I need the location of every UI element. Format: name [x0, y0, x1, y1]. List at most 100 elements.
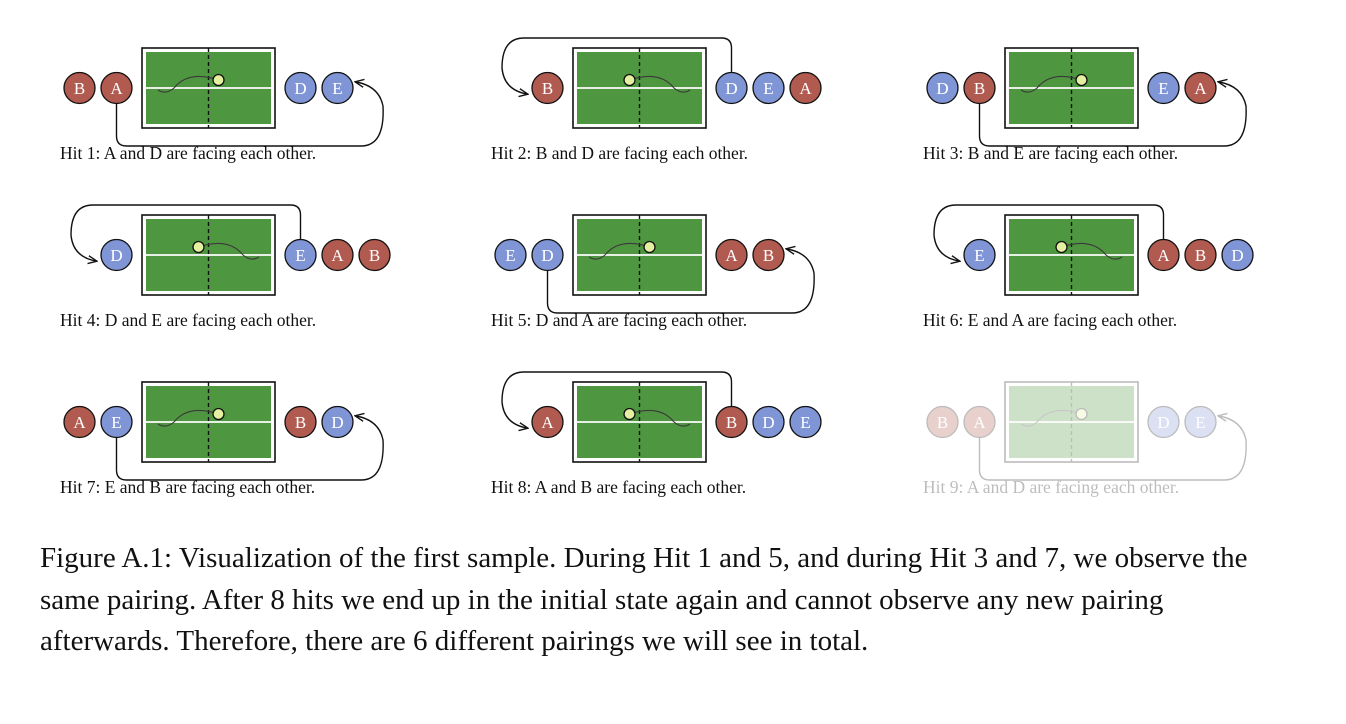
- hit-caption: Hit 6: E and A are facing each other.: [923, 310, 1177, 330]
- ball-trajectory: [157, 409, 219, 427]
- player-e: [963, 238, 996, 272]
- player-label: A: [541, 413, 554, 432]
- ball: [1075, 407, 1088, 421]
- player-b: [284, 405, 317, 439]
- player-label: D: [541, 246, 553, 265]
- player-e: [1147, 71, 1180, 105]
- hit-caption: Hit 4: D and E are facing each other.: [60, 310, 316, 330]
- player-label: D: [1157, 413, 1169, 432]
- player-label: D: [110, 246, 122, 265]
- rotation-arrow: [115, 82, 384, 147]
- player-label: E: [111, 413, 121, 432]
- figure-caption: Figure A.1: Visualization of the first s…: [40, 542, 1248, 657]
- hit-caption: Hit 2: B and D are facing each other.: [491, 143, 748, 163]
- player-a: [789, 71, 822, 105]
- table-surface: [1009, 386, 1134, 458]
- player-label: A: [73, 413, 86, 432]
- player-d: [1147, 405, 1180, 439]
- player-label: A: [725, 246, 738, 265]
- ball: [623, 73, 636, 87]
- player-e: [494, 238, 527, 272]
- player-d: [100, 238, 133, 272]
- player-a: [963, 405, 996, 439]
- player-d: [1221, 238, 1254, 272]
- player-label: E: [332, 79, 342, 98]
- hit-panel-3: D B E A Hit 3: B and E are facing each other…: [923, 47, 1247, 163]
- player-label: E: [1158, 79, 1168, 98]
- ball-trajectory: [198, 242, 260, 260]
- ball: [192, 240, 205, 254]
- ball: [212, 73, 225, 87]
- player-label: B: [295, 413, 306, 432]
- player-label: D: [936, 79, 948, 98]
- player-label: D: [331, 413, 343, 432]
- ball-trajectory: [629, 409, 691, 427]
- player-label: A: [973, 413, 986, 432]
- ball: [1055, 240, 1068, 254]
- ball: [623, 407, 636, 421]
- player-label: A: [110, 79, 123, 98]
- player-e: [1184, 405, 1217, 439]
- player-label: A: [1157, 246, 1170, 265]
- player-d: [926, 71, 959, 105]
- ball-trajectory: [1020, 75, 1082, 93]
- ball-trajectory: [629, 75, 691, 93]
- ball-trajectory: [157, 75, 219, 93]
- player-b: [926, 405, 959, 439]
- player-e: [321, 71, 354, 105]
- player-a: [1184, 71, 1217, 105]
- player-label: A: [799, 79, 812, 98]
- ball-trajectory: [1020, 409, 1082, 427]
- ball: [212, 407, 225, 421]
- player-label: B: [542, 79, 553, 98]
- player-a: [715, 238, 748, 272]
- rotation-arrow: [978, 82, 1247, 147]
- player-label: B: [974, 79, 985, 98]
- player-e: [789, 405, 822, 439]
- rotation-arrow: [70, 204, 302, 261]
- ball: [643, 240, 656, 254]
- player-e: [752, 71, 785, 105]
- player-a: [531, 405, 564, 439]
- player-b: [358, 238, 391, 272]
- player-label: E: [974, 246, 984, 265]
- player-label: E: [295, 246, 305, 265]
- player-label: D: [294, 79, 306, 98]
- rotation-arrow: [546, 249, 815, 314]
- ball-trajectory: [1061, 242, 1123, 260]
- player-a: [321, 238, 354, 272]
- player-label: A: [1194, 79, 1207, 98]
- ball: [1075, 73, 1088, 87]
- player-label: B: [74, 79, 85, 98]
- hit-caption: Hit 8: A and B are facing each other.: [491, 477, 746, 497]
- player-label: B: [937, 413, 948, 432]
- player-a: [63, 405, 96, 439]
- player-b: [63, 71, 96, 105]
- player-d: [752, 405, 785, 439]
- player-b: [1184, 238, 1217, 272]
- player-label: B: [763, 246, 774, 265]
- player-label: E: [800, 413, 810, 432]
- player-d: [321, 405, 354, 439]
- hit-caption: Hit 5: D and A are facing each other.: [491, 310, 747, 330]
- ball-trajectory: [588, 242, 650, 260]
- player-label: B: [726, 413, 737, 432]
- player-label: B: [369, 246, 380, 265]
- hit-caption: Hit 3: B and E are facing each other.: [923, 143, 1178, 163]
- table-outline: [1004, 381, 1139, 463]
- rotation-arrow: [933, 204, 1165, 261]
- rotation-arrow: [115, 416, 384, 481]
- player-d: [284, 71, 317, 105]
- rotation-arrow: [501, 37, 733, 94]
- rotation-arrow: [501, 371, 733, 428]
- player-label: B: [1195, 246, 1206, 265]
